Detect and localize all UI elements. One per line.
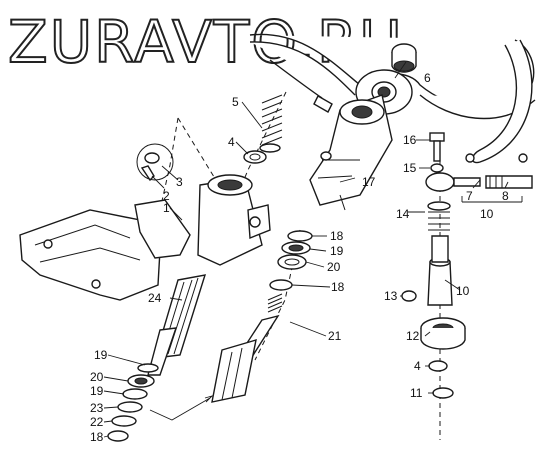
- callout-19: 19: [94, 348, 108, 362]
- callout-4: 4: [414, 359, 421, 373]
- callout-labels: 1 2 3 4 4 5 6 7 8 10 10 11 12 13 14 15 1…: [90, 71, 509, 444]
- shaft-21: [211, 293, 283, 403]
- spring-5: [259, 94, 283, 153]
- washer-4-upper: [243, 150, 267, 164]
- bushing-12: [420, 317, 466, 350]
- callout-21: 21: [328, 329, 342, 343]
- callout-10: 10: [456, 284, 470, 298]
- washer-4-lower: [428, 360, 448, 372]
- callout-1: 1: [163, 201, 170, 215]
- callout-10: 10: [480, 207, 494, 221]
- callout-8: 8: [502, 189, 509, 203]
- callout-22: 22: [90, 415, 104, 429]
- sleeve-10: [427, 235, 453, 306]
- steering-arm: [249, 33, 536, 164]
- splined-shaft-24: [147, 274, 207, 376]
- callout-18: 18: [90, 430, 104, 444]
- callout-15: 15: [403, 161, 417, 175]
- callout-23: 23: [90, 401, 104, 415]
- callout-13: 13: [384, 289, 398, 303]
- callout-5: 5: [232, 95, 239, 109]
- detail-2-3: [136, 143, 174, 182]
- callout-7: 7: [466, 189, 473, 203]
- ring-18-mid: [269, 279, 293, 291]
- pin-13: [401, 290, 417, 302]
- callout-6: 6: [424, 71, 431, 85]
- callout-18: 18: [330, 229, 344, 243]
- tie-rod-7-8: [425, 153, 533, 203]
- callout-17: 17: [362, 175, 376, 189]
- callout-14: 14: [396, 207, 410, 221]
- ring-15: [430, 163, 444, 173]
- callout-24: 24: [148, 291, 162, 305]
- housing-17: [309, 94, 393, 211]
- callout-19: 19: [90, 384, 104, 398]
- spring-14: [427, 201, 451, 231]
- callout-19: 19: [330, 244, 344, 258]
- bolt-16: [429, 132, 445, 162]
- callout-4: 4: [228, 135, 235, 149]
- callout-11: 11: [410, 386, 423, 400]
- clip-11: [432, 387, 454, 399]
- callout-20: 20: [327, 260, 341, 274]
- bearing-stack-upper: [277, 230, 313, 270]
- washer-stack-lower: [107, 363, 159, 442]
- nut-6: [391, 43, 417, 73]
- bracket-1: [19, 174, 271, 301]
- callout-leader-lines: [103, 61, 509, 438]
- callout-20: 20: [90, 370, 104, 384]
- callout-2: 2: [163, 189, 170, 203]
- callout-16: 16: [403, 133, 417, 147]
- callout-18: 18: [331, 280, 345, 294]
- callout-12: 12: [406, 329, 420, 343]
- callout-3: 3: [176, 175, 183, 189]
